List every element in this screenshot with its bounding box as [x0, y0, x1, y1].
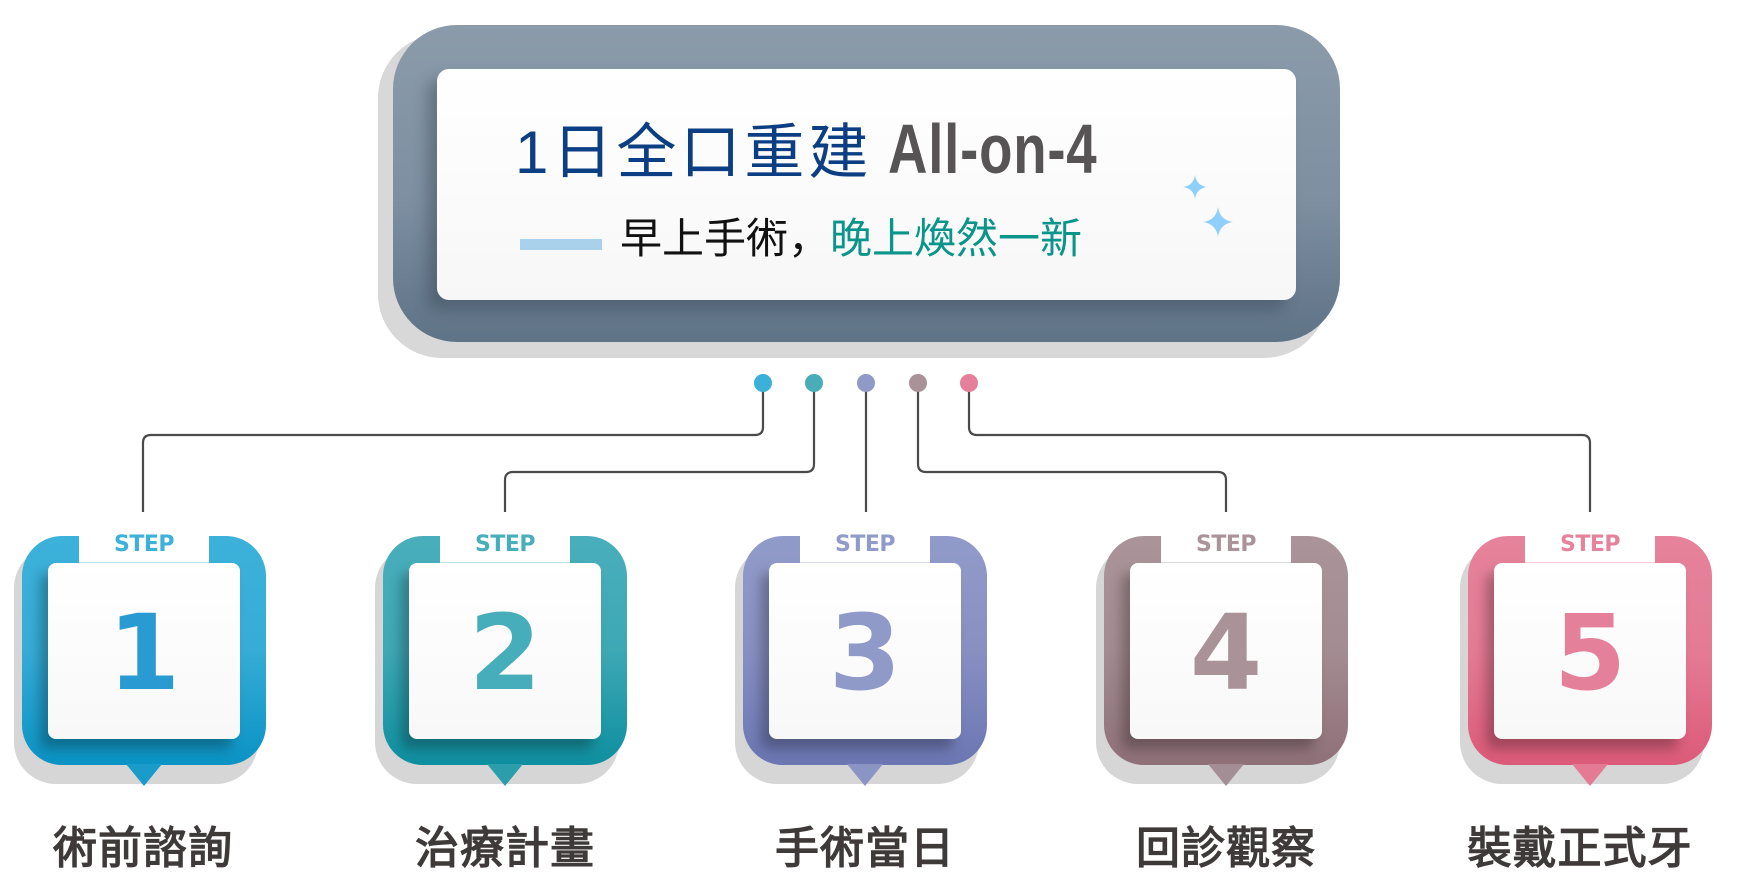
- subtitle-morning: 早上手術，: [620, 215, 831, 262]
- step-number-card: 4: [1130, 563, 1322, 739]
- subtitle: 早上手術，晚上煥然一新: [520, 205, 1082, 262]
- subtitle-evening: 晚上煥然一新: [830, 215, 1083, 262]
- header-panel: [437, 69, 1296, 300]
- step-number: 5: [1553, 592, 1627, 714]
- title-chinese: 1日全口重建: [515, 119, 873, 186]
- step-label-2: 治療計畫: [415, 823, 595, 874]
- step-card-3: STEP 3: [735, 532, 987, 788]
- step-label-1: 術前諮詢: [53, 823, 233, 874]
- step-number-card: 2: [409, 563, 601, 739]
- step-card-1: STEP 1: [14, 532, 266, 788]
- step-tag-gap: [1161, 534, 1291, 564]
- step-number: 2: [468, 592, 542, 714]
- step-number: 4: [1189, 592, 1263, 714]
- step-tag-gap: [1525, 534, 1655, 564]
- dash-decoration: [520, 239, 602, 250]
- step-label-3: 手術當日: [775, 823, 955, 874]
- step-number-card: 3: [769, 563, 961, 739]
- connector-dot-2: [805, 374, 823, 392]
- step-tag-gap: [440, 534, 570, 564]
- step-number-card: 5: [1494, 563, 1686, 739]
- step-number: 3: [828, 592, 902, 714]
- step-card-5: STEP 5: [1460, 532, 1712, 788]
- step-tag: STEP: [474, 532, 536, 557]
- step-tag: STEP: [1195, 532, 1257, 557]
- pointer-triangle: [487, 764, 523, 786]
- pointer-triangle: [1572, 764, 1608, 786]
- step-number: 1: [107, 592, 181, 714]
- step-tag: STEP: [834, 532, 896, 557]
- step-tag: STEP: [113, 532, 175, 557]
- step-number-card: 1: [48, 563, 240, 739]
- connector-dot-4: [909, 374, 927, 392]
- sparkle-icon: [1203, 207, 1233, 237]
- step-tag-gap: [79, 534, 209, 564]
- step-tag-gap: [800, 534, 930, 564]
- pointer-triangle: [1208, 764, 1244, 786]
- step-label-4: 回診觀察: [1136, 823, 1316, 874]
- step-card-4: STEP 4: [1096, 532, 1348, 788]
- step-label-5: 裝戴正式牙: [1467, 823, 1693, 874]
- step-card-2: STEP 2: [375, 532, 627, 788]
- step-tag: STEP: [1559, 532, 1621, 557]
- connector-dot-5: [960, 374, 978, 392]
- connector-dot-3: [857, 374, 875, 392]
- connector-dot-1: [754, 374, 772, 392]
- title-english: All-on-4: [888, 110, 1098, 188]
- sparkle-icon: [1183, 175, 1207, 199]
- pointer-triangle: [126, 764, 162, 786]
- pointer-triangle: [847, 764, 883, 786]
